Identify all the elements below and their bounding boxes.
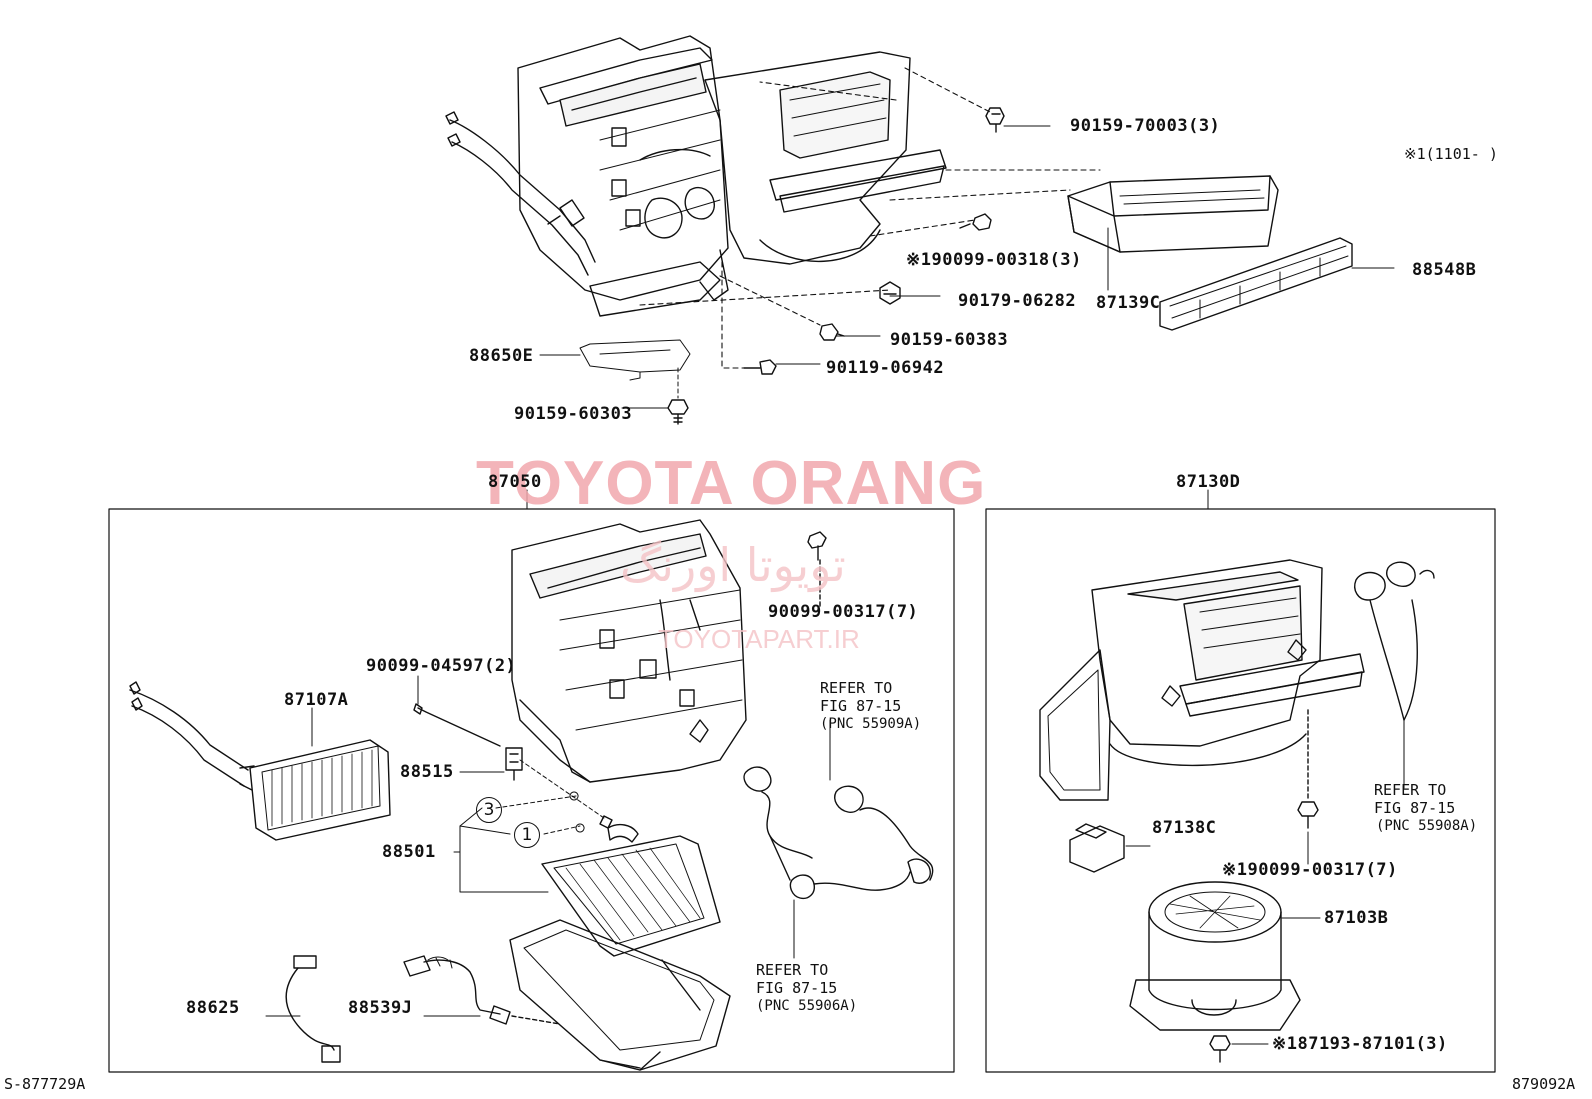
- refer-note-b-line2: FIG 87-15: [756, 979, 838, 997]
- refer-note-c-line2: FIG 87-15: [1374, 799, 1456, 817]
- sensor-88539J: [403, 955, 561, 1025]
- top-fasteners: [667, 107, 1005, 425]
- part-label-90159-60383: 90159-60383: [890, 330, 1009, 350]
- part-label-90159-60303: 90159-60303: [514, 404, 633, 424]
- part-label-90099-00317-right: ※190099-00317(7): [1222, 860, 1398, 880]
- refer-note-c-line1: REFER TO: [1374, 781, 1447, 799]
- right-screw-d: [1209, 1035, 1269, 1063]
- footer-right-code: 879092A: [1512, 1075, 1576, 1093]
- thermistor-88625: [265, 955, 341, 1063]
- circle-leaders: [311, 675, 605, 893]
- part-label-88501: 88501: [382, 842, 436, 862]
- part-label-90179-06282: 90179-06282: [958, 291, 1077, 311]
- refer-note-a-line3: (PNC 55909A): [820, 716, 922, 732]
- circled-number-1: 1: [514, 822, 540, 848]
- right-box-title: 87130D: [1176, 472, 1241, 492]
- top-label-leaders: [539, 125, 1395, 409]
- watermark-url: TOYOTAPART.IR: [658, 624, 860, 654]
- left-box-title: 87050: [488, 472, 542, 492]
- part-label-87193-87101: ※187193-87101(3): [1272, 1034, 1448, 1054]
- blower-motor-87103B: [1129, 881, 1321, 1031]
- part-label-87139C: 87139C: [1096, 293, 1161, 313]
- right-box-frame: [985, 508, 1496, 1073]
- lower-case: [509, 919, 731, 1071]
- part-label-88539J: 88539J: [348, 998, 413, 1018]
- blower-case-assembly: [1039, 559, 1365, 801]
- part-label-87107A: 87107A: [284, 690, 349, 710]
- left-box-frame: [108, 508, 955, 1073]
- refer-note-a-line2: FIG 87-15: [820, 697, 902, 715]
- expansion-valve-88515: [413, 703, 523, 781]
- left-screw: [807, 531, 827, 607]
- refer-note-c-line3: (PNC 55908A): [1376, 818, 1478, 834]
- evaporator-88501: [541, 815, 721, 957]
- circled-number-3: 3: [476, 797, 502, 823]
- right-screw-c: [1297, 709, 1319, 865]
- right-wiring: [1354, 561, 1435, 789]
- part-label-88650E: 88650E: [469, 346, 534, 366]
- part-label-90099-00317-left: 90099-00317(7): [768, 602, 919, 622]
- part-label-90099-00318: ※190099-00318(3): [906, 250, 1082, 270]
- part-label-90159-70003: 90159-70003(3): [1070, 116, 1221, 136]
- part-label-87103B: 87103B: [1324, 908, 1389, 928]
- part-label-88548B: 88548B: [1412, 260, 1477, 280]
- refer-note-b-line1: REFER TO: [756, 961, 829, 979]
- left-wiring: [743, 719, 934, 959]
- part-label-88515: 88515: [400, 762, 454, 782]
- part-label-90099-04597: 90099-04597(2): [366, 656, 517, 676]
- refer-note-b-line3: (PNC 55906A): [756, 998, 858, 1014]
- cabin-filter: [1067, 175, 1353, 331]
- applicability-note: ※1(1101- ): [1404, 145, 1498, 163]
- part-label-87138C: 87138C: [1152, 818, 1217, 838]
- resistor-87138C: [1069, 823, 1151, 873]
- heater-core-87107A: [129, 681, 391, 841]
- top-hvac-unit: [445, 35, 947, 317]
- refer-note-a-line1: REFER TO: [820, 679, 893, 697]
- footer-left-code: S-877729A: [4, 1075, 86, 1093]
- heater-case-assembly: [511, 519, 747, 783]
- part-label-90119-06942: 90119-06942: [826, 358, 945, 378]
- watermark-brand: TOYOTA ORANG: [476, 449, 987, 518]
- watermark-persian: تویوتا اورنگ: [620, 538, 846, 592]
- part-label-88625: 88625: [186, 998, 240, 1018]
